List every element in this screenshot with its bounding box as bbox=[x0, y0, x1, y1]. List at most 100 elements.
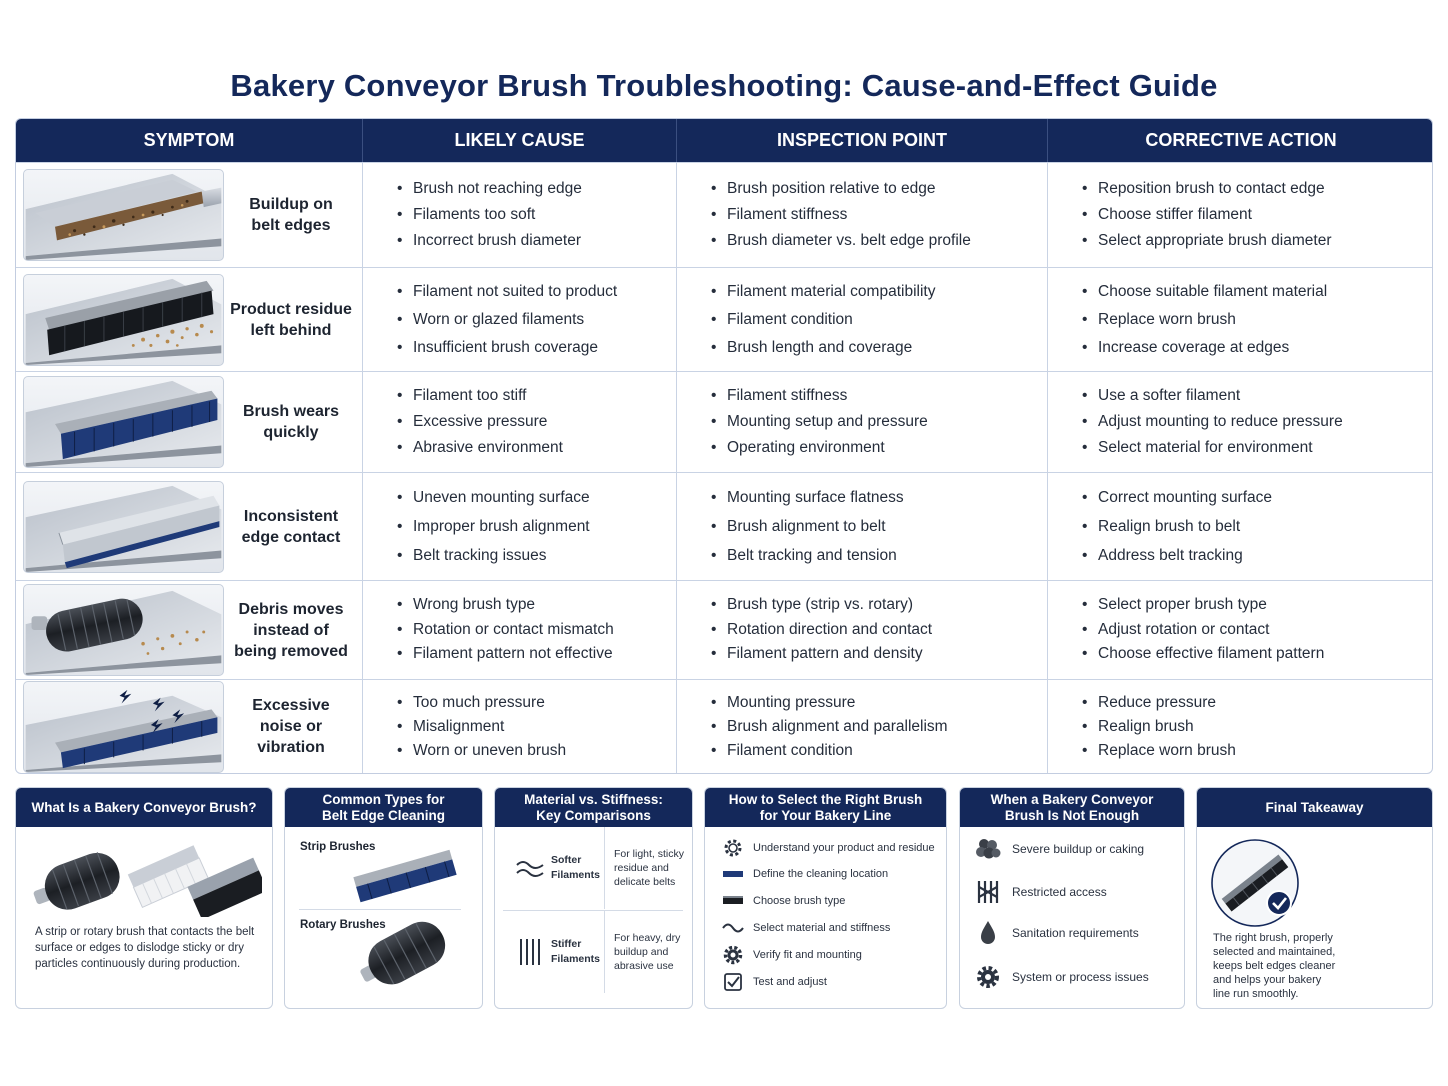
table-row: Debris moves instead of being removed Wr… bbox=[16, 580, 1432, 679]
troubleshooting-table: SYMPTOM LIKELY CAUSE INSPECTION POINT CO… bbox=[15, 118, 1433, 774]
list-item: Misalignment bbox=[397, 715, 566, 739]
softer-filaments-use: For light, sticky residue and delicate b… bbox=[614, 848, 685, 888]
cause-cell: Uneven mounting surface Improper brush a… bbox=[363, 473, 677, 580]
column-header-action: CORRECTIVE ACTION bbox=[1145, 130, 1337, 150]
inspection-cell: Filament material compatibility Filament… bbox=[677, 268, 1048, 371]
list-item: Worn or glazed filaments bbox=[397, 306, 617, 334]
list-item: Reposition brush to contact edge bbox=[1082, 176, 1332, 202]
action-cell: Reduce pressure Realign brush Replace wo… bbox=[1048, 680, 1432, 773]
restricted-access-icon bbox=[974, 878, 1002, 906]
list-item: Wrong brush type bbox=[397, 593, 614, 618]
list-item: Choose stiffer filament bbox=[1082, 202, 1332, 228]
list-item: Brush not reaching edge bbox=[397, 176, 582, 202]
list-item: Select proper brush type bbox=[1082, 593, 1324, 618]
buildup-cluster-icon bbox=[974, 835, 1002, 863]
approved-brush-icon bbox=[1211, 839, 1299, 927]
brush-types-illustration bbox=[33, 845, 262, 917]
list-item: Abrasive environment bbox=[397, 435, 563, 461]
list-item: Rotation direction and contact bbox=[711, 618, 932, 643]
symptom-cell: Product residue left behind bbox=[16, 268, 363, 371]
step-item: Test and adjust bbox=[721, 970, 827, 994]
action-cell: Correct mounting surface Realign brush t… bbox=[1048, 473, 1432, 580]
water-drop-icon bbox=[974, 919, 1002, 947]
brush-definition: A strip or rotary brush that contacts th… bbox=[35, 926, 255, 970]
list-item: Incorrect brush diameter bbox=[397, 228, 582, 254]
symptom-label: Buildup on belt edges bbox=[249, 196, 333, 234]
limit-item: Severe buildup or caking bbox=[974, 835, 1144, 863]
cause-cell: Filament too stiff Excessive pressure Ab… bbox=[363, 372, 677, 472]
straight-filament-icon bbox=[520, 939, 540, 965]
list-item: Brush type (strip vs. rotary) bbox=[711, 593, 932, 618]
symptom-cell: Brush wears quickly bbox=[16, 372, 363, 472]
list-item: Correct mounting surface bbox=[1082, 483, 1272, 512]
list-item: Address belt tracking bbox=[1082, 541, 1272, 570]
wave-stiffness-icon bbox=[721, 916, 745, 940]
symptom-cell: Inconsistent edge contact bbox=[16, 473, 363, 580]
table-row: Brush wears quickly Filament too stiff E… bbox=[16, 371, 1432, 472]
strip-brushes-label: Strip Brushes bbox=[300, 841, 376, 853]
list-item: Brush diameter vs. belt edge profile bbox=[711, 228, 971, 254]
inspection-cell: Mounting surface flatness Brush alignmen… bbox=[677, 473, 1048, 580]
list-item: Select appropriate brush diameter bbox=[1082, 228, 1332, 254]
inspection-cell: Mounting pressure Brush alignment and pa… bbox=[677, 680, 1048, 773]
inspection-cell: Brush position relative to edge Filament… bbox=[677, 163, 1048, 267]
gear-icon bbox=[974, 963, 1002, 991]
belt-location-icon bbox=[721, 862, 745, 886]
symptom-label: Debris moves instead of being removed bbox=[234, 600, 348, 660]
cause-cell: Wrong brush type Rotation or contact mis… bbox=[363, 581, 677, 679]
worn-strip-brush-illustration bbox=[23, 376, 224, 468]
step-item: Define the cleaning location bbox=[721, 862, 888, 886]
list-item: Filament pattern and density bbox=[711, 642, 932, 667]
wavy-filament-icon bbox=[516, 861, 544, 877]
divider bbox=[299, 909, 461, 910]
material-comparison-panel: Material vs. Stiffness:Key Comparisons S… bbox=[494, 787, 693, 1009]
takeaway-text: The right brush, properly selected and m… bbox=[1213, 932, 1336, 1000]
list-item: Improper brush alignment bbox=[397, 512, 590, 541]
list-item: Replace worn brush bbox=[1082, 306, 1327, 334]
action-cell: Select proper brush type Adjust rotation… bbox=[1048, 581, 1432, 679]
list-item: Brush length and coverage bbox=[711, 334, 935, 362]
product-gear-icon bbox=[721, 836, 745, 860]
residue-on-belt-illustration bbox=[23, 273, 224, 366]
list-item: Realign brush bbox=[1082, 715, 1236, 739]
list-item: Operating environment bbox=[711, 435, 928, 461]
stiffer-filaments-use: For heavy, dry buildup and abrasive use bbox=[614, 932, 681, 972]
action-cell: Use a softer filament Adjust mounting to… bbox=[1048, 372, 1432, 472]
step-item: Verify fit and mounting bbox=[721, 943, 862, 967]
column-header-cause: LIKELY CAUSE bbox=[363, 119, 677, 162]
table-row: Inconsistent edge contact Uneven mountin… bbox=[16, 472, 1432, 580]
list-item: Brush alignment and parallelism bbox=[711, 715, 948, 739]
list-item: Insufficient brush coverage bbox=[397, 334, 617, 362]
list-item: Choose effective filament pattern bbox=[1082, 642, 1324, 667]
list-item: Mounting surface flatness bbox=[711, 483, 904, 512]
page-title: Bakery Conveyor Brush Troubleshooting: C… bbox=[230, 68, 1218, 103]
list-item: Worn or uneven brush bbox=[397, 739, 566, 763]
panel-title: Material vs. Stiffness:Key Comparisons bbox=[495, 788, 692, 827]
list-item: Filament condition bbox=[711, 739, 948, 763]
final-takeaway-panel: Final Takeaway The right brush, properly… bbox=[1196, 787, 1433, 1009]
symptom-cell: Excessive noise or vibration bbox=[16, 680, 363, 773]
list-item: Rotation or contact mismatch bbox=[397, 618, 614, 643]
list-item: Reduce pressure bbox=[1082, 691, 1236, 715]
list-item: Filament too stiff bbox=[397, 383, 563, 409]
symptom-label: Product residue left behind bbox=[230, 300, 352, 339]
list-item: Filament material compatibility bbox=[711, 278, 935, 306]
list-item: Brush alignment to belt bbox=[711, 512, 904, 541]
list-item: Use a softer filament bbox=[1082, 383, 1343, 409]
limit-item: Sanitation requirements bbox=[974, 919, 1139, 947]
cause-cell: Too much pressure Misalignment Worn or u… bbox=[363, 680, 677, 773]
inspection-cell: Brush type (strip vs. rotary) Rotation d… bbox=[677, 581, 1048, 679]
column-header-symptom: SYMPTOM bbox=[16, 119, 363, 162]
gear-icon bbox=[721, 943, 745, 967]
action-cell: Reposition brush to contact edge Choose … bbox=[1048, 163, 1432, 267]
list-item: Mounting pressure bbox=[711, 691, 948, 715]
checkbox-icon bbox=[721, 970, 745, 994]
list-item: Filament stiffness bbox=[711, 383, 928, 409]
table-row: Product residue left behind Filament not… bbox=[16, 267, 1432, 371]
